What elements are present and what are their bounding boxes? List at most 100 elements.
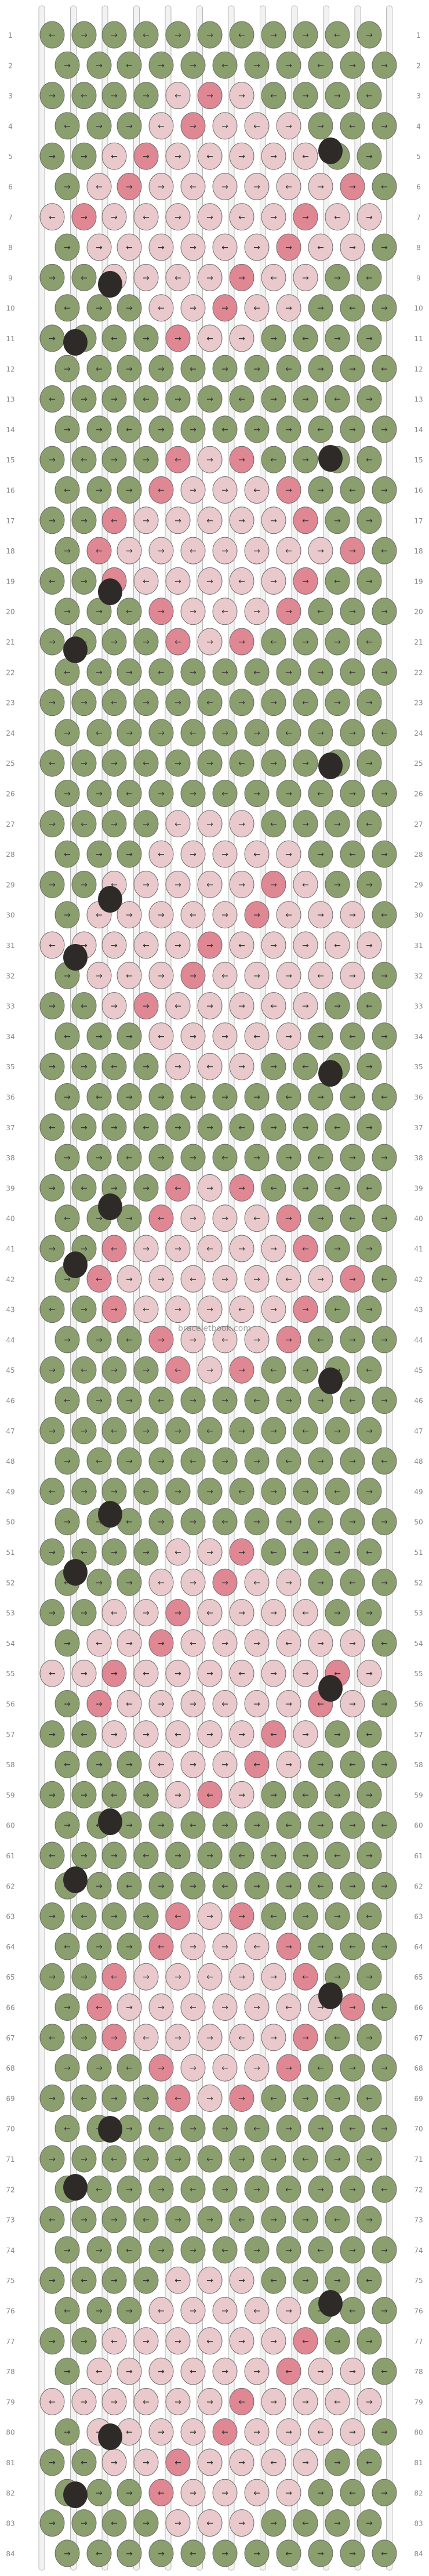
knot-direction-arrow: ← <box>285 1093 292 1102</box>
knot <box>117 1265 142 1293</box>
knot <box>197 1841 223 1869</box>
knot-direction-arrow: ← <box>190 911 197 920</box>
knot-direction-arrow: → <box>317 1942 324 1952</box>
knot-direction-arrow: ← <box>96 364 103 374</box>
knot <box>180 1933 206 1960</box>
knot-direction-arrow: → <box>381 425 388 435</box>
knot <box>39 689 65 717</box>
knot <box>276 2479 301 2506</box>
knot <box>340 1811 365 1839</box>
knot <box>212 2297 238 2324</box>
knot <box>101 749 127 777</box>
knot <box>39 1781 65 1808</box>
knot-direction-arrow: ← <box>174 273 181 283</box>
knot-direction-arrow: ← <box>253 2488 260 2498</box>
knot <box>325 1841 350 1869</box>
knot <box>101 689 127 717</box>
knot-direction-arrow: → <box>221 1214 228 1224</box>
knot <box>39 21 65 49</box>
row-number-right: 39 <box>414 1184 423 1192</box>
knot <box>133 2084 159 2112</box>
knot-direction-arrow: → <box>126 1457 133 1466</box>
knot <box>261 1296 286 1323</box>
knot <box>357 749 382 777</box>
knot <box>276 961 301 989</box>
knot <box>133 931 159 959</box>
knot <box>197 1417 223 1445</box>
knot <box>71 385 97 413</box>
knot-direction-arrow: ← <box>96 1093 103 1102</box>
knot <box>372 1872 397 1900</box>
knot-direction-arrow: → <box>96 1032 103 1041</box>
knot <box>39 2266 65 2294</box>
knot <box>276 51 301 79</box>
knot <box>261 2387 286 2415</box>
knot-direction-arrow: → <box>190 1578 197 1587</box>
knot <box>357 21 382 49</box>
knot <box>180 598 206 625</box>
knot-direction-arrow: ← <box>381 1275 388 1284</box>
knot <box>325 2387 350 2415</box>
knot-direction-arrow: ← <box>334 395 341 404</box>
knot <box>212 1993 238 2021</box>
knot-direction-arrow: → <box>253 243 260 252</box>
knot-direction-arrow: → <box>190 304 197 313</box>
knot-direction-arrow: → <box>317 2488 324 2498</box>
knot-direction-arrow: → <box>64 2246 71 2255</box>
knot <box>165 2387 191 2415</box>
knot-direction-arrow: → <box>317 729 324 738</box>
knot-direction-arrow: → <box>366 1790 373 1800</box>
knot <box>229 1902 255 1930</box>
knot-direction-arrow: ← <box>270 820 277 829</box>
knot-direction-arrow: → <box>143 1184 150 1193</box>
knot-direction-arrow: → <box>126 2185 133 2194</box>
knot-direction-arrow: → <box>302 1366 309 1375</box>
knot <box>86 233 112 261</box>
knot-direction-arrow: → <box>302 1912 309 1922</box>
knot-direction-arrow: ← <box>174 638 181 647</box>
knot-direction-arrow: ← <box>143 1487 150 1496</box>
knot-direction-arrow: → <box>253 1700 260 1709</box>
knot-direction-arrow: → <box>96 607 103 617</box>
row-number-right: 60 <box>414 1822 423 1830</box>
knot <box>261 1963 286 1991</box>
knot <box>276 1872 301 1900</box>
knot-direction-arrow: ← <box>221 607 228 617</box>
knot-direction-arrow: → <box>111 1912 118 1922</box>
knot <box>86 1568 112 1596</box>
knot <box>372 658 397 686</box>
knot-direction-arrow: → <box>270 31 277 40</box>
knot-direction-arrow: ← <box>221 2064 228 2073</box>
knot-direction-arrow: → <box>81 395 88 404</box>
knot-direction-arrow: → <box>381 1214 388 1224</box>
knot-direction-arrow: → <box>317 1214 324 1224</box>
knot <box>244 1872 270 1900</box>
knot <box>148 415 174 443</box>
knot-direction-arrow: → <box>174 2034 181 2043</box>
knot <box>148 2418 174 2446</box>
knot <box>98 1501 122 1528</box>
knot <box>54 1811 80 1839</box>
knot-direction-arrow: → <box>190 607 197 617</box>
knot-direction-arrow: → <box>221 1942 228 1952</box>
knot-direction-arrow: → <box>366 334 373 343</box>
knot-direction-arrow: → <box>111 1002 118 1011</box>
knot <box>212 2054 238 2082</box>
row-number-left: 14 <box>6 426 14 434</box>
knot-direction-arrow: → <box>126 729 133 738</box>
knot <box>101 1356 127 1384</box>
knot <box>261 1659 286 1687</box>
knot-direction-arrow: → <box>126 1578 133 1587</box>
knot <box>276 780 301 807</box>
knot-direction-arrow: ← <box>126 1518 133 1527</box>
knot-direction-arrow: → <box>285 1336 292 1345</box>
knot-direction-arrow: ← <box>381 364 388 374</box>
knot-direction-arrow: ← <box>96 1275 103 1284</box>
knot <box>101 203 127 231</box>
row-number-right: 26 <box>414 790 423 798</box>
row-number-right: 84 <box>414 2550 423 2558</box>
knot <box>372 476 397 504</box>
knot <box>133 1356 159 1384</box>
knot-direction-arrow: → <box>221 1639 228 1648</box>
knot-direction-arrow: → <box>238 2458 245 2468</box>
